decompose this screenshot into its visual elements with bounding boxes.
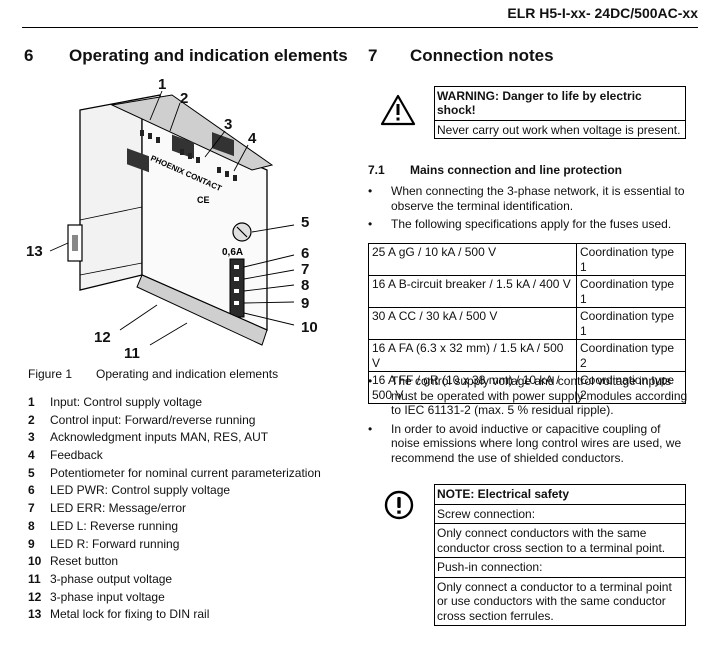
section-6-number: 6 — [24, 46, 34, 65]
callout-9: 9 — [301, 295, 310, 312]
callout-12: 12 — [94, 329, 111, 346]
callout-4: 4 — [248, 130, 257, 147]
section-7-title: Connection notes — [410, 46, 554, 65]
callout-11: 11 — [124, 345, 140, 362]
subsection-title: Mains connection and line protection — [410, 163, 623, 177]
bullet-list-bottom: •The control supply voltage and control … — [368, 374, 688, 469]
callout-10: 10 — [301, 319, 318, 336]
callout-13: 13 — [26, 243, 43, 260]
callout-3: 3 — [224, 116, 233, 133]
section-6-title: Operating and indication elements — [69, 46, 348, 65]
note-push-label: Push-in connection: — [435, 557, 685, 577]
callout-2: 2 — [180, 90, 189, 107]
warning-box: WARNING: Danger to life by electric shoc… — [376, 86, 686, 139]
table-row: 16 A FF / gR (10 x 38 mm) / 10 kA / 500 … — [368, 371, 686, 404]
note-content: NOTE: Electrical safety Screw connection… — [434, 484, 686, 626]
callout-1: 1 — [158, 76, 167, 93]
note-screw-text: Only connect conductors with the same co… — [435, 523, 685, 557]
figure-caption-text: Operating and indication elements — [96, 367, 279, 381]
callout-7: 7 — [301, 261, 310, 278]
device-figure: PHOENIX CONTACT CE 0,6A — [22, 75, 342, 365]
figure-caption-label: Figure 1 — [28, 367, 73, 381]
list-item: •The control supply voltage and control … — [368, 374, 688, 417]
callout-6: 6 — [301, 245, 310, 262]
list-item: •In order to avoid inductive or capaciti… — [368, 421, 682, 465]
callout-5: 5 — [301, 214, 310, 231]
warning-text: Never carry out work when voltage is pre… — [437, 123, 681, 137]
list-item: •When connecting the 3-phase network, it… — [368, 184, 685, 213]
note-title: NOTE: Electrical safety — [435, 484, 685, 504]
device-illustration: PHOENIX CONTACT CE 0,6A — [49, 90, 295, 346]
warning-triangle-icon — [380, 94, 416, 126]
figure-caption: Figure 1 Operating and indication element… — [28, 367, 278, 381]
bullet-list-top: •When connecting the 3-phase network, it… — [368, 184, 688, 236]
section-7-number: 7 — [368, 46, 378, 65]
warning-title: WARNING: Danger to life by electric shoc… — [435, 86, 685, 121]
current-value-label: 0,6A — [222, 247, 243, 258]
list-item: •The following specifications apply for … — [368, 217, 672, 231]
header-rule — [22, 27, 698, 28]
note-screw-label: Screw connection: — [435, 503, 685, 524]
note-box: NOTE: Electrical safety Screw connection… — [376, 484, 686, 626]
exclamation-circle-icon — [384, 490, 414, 520]
note-push-text: Only connect a conductor to a terminal p… — [435, 576, 685, 626]
ce-mark: CE — [197, 195, 210, 205]
document-header-title: ELR H5-I-xx- 24DC/500AC-xx — [507, 5, 698, 21]
warning-content: WARNING: Danger to life by electric shoc… — [434, 86, 686, 139]
subsection-number: 7.1 — [368, 163, 385, 177]
callout-8: 8 — [301, 277, 310, 294]
